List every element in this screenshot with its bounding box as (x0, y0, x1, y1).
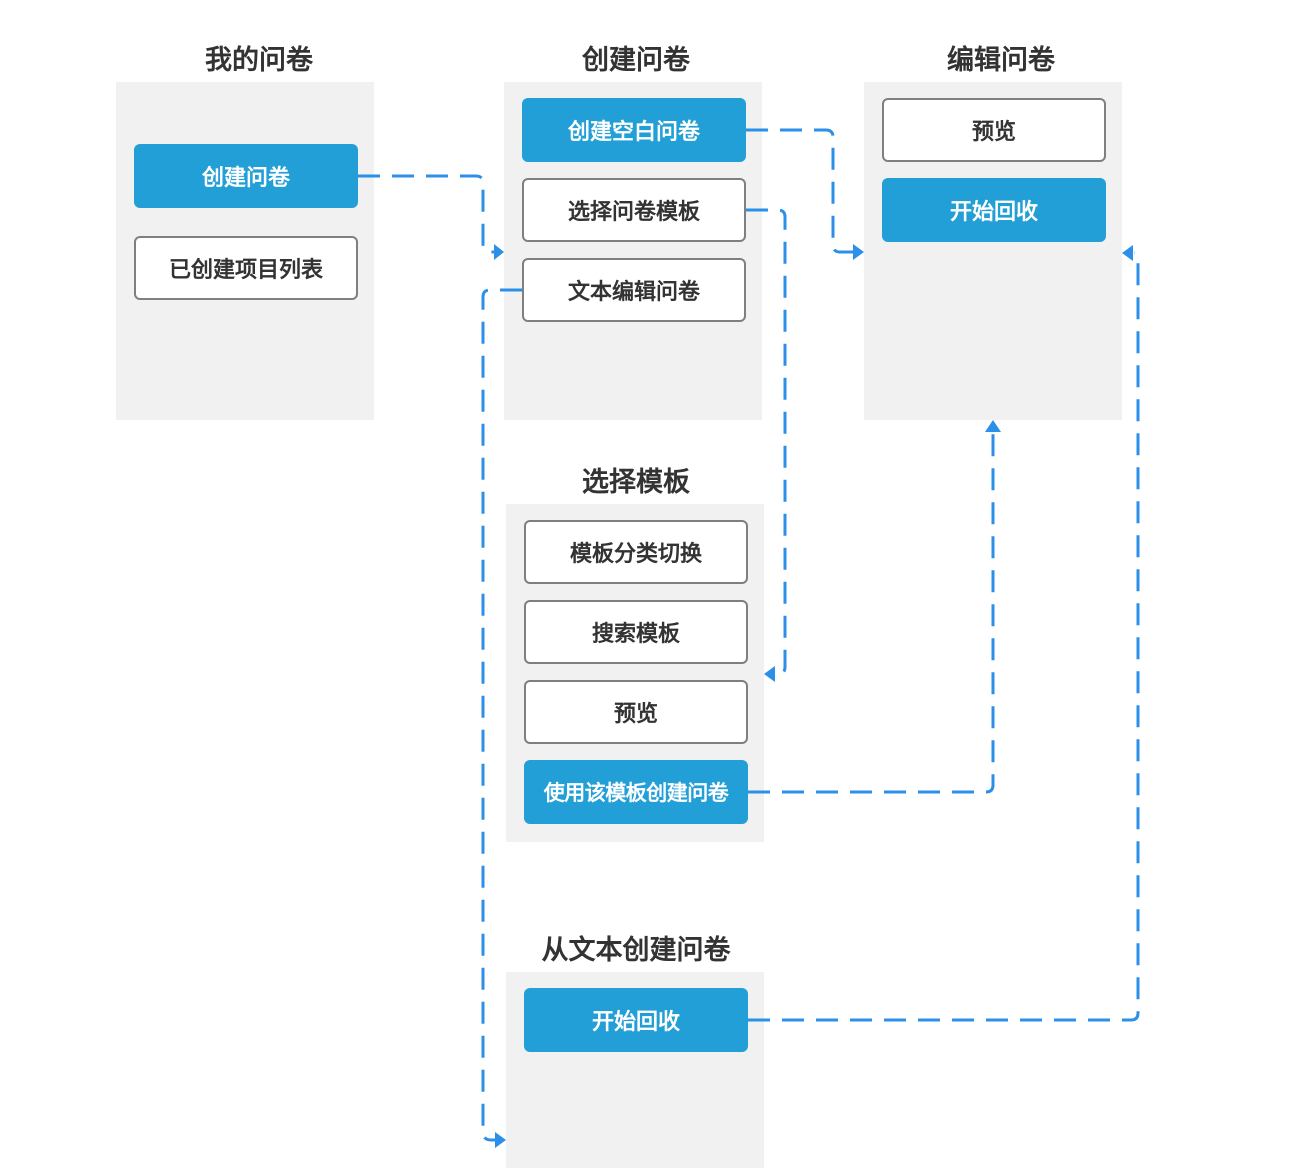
create-survey-title: 创建问卷 (582, 45, 690, 76)
connector-from-text-arrowhead (1122, 245, 1133, 261)
text-edit-survey-button[interactable]: 文本编辑问卷 (522, 258, 746, 322)
text-start-collect-button[interactable]: 开始回收 (524, 988, 748, 1052)
connector-create-to-create-panel (358, 174, 498, 254)
edit-preview-button[interactable]: 预览 (882, 98, 1106, 162)
connector-create-arrowhead (494, 244, 504, 260)
my-survey-title: 我的问卷 (205, 45, 313, 76)
create-blank-survey-button[interactable]: 创建空白问卷 (522, 98, 746, 162)
connector-template-arrowhead (764, 666, 775, 682)
connector-text-arrowhead (495, 1132, 506, 1148)
template-preview-button[interactable]: 预览 (524, 680, 748, 744)
create-survey-button[interactable]: 创建问卷 (134, 144, 358, 208)
project-list-button[interactable]: 已创建项目列表 (134, 236, 358, 300)
choose-template-title: 选择模板 (582, 467, 690, 498)
edit-start-collect-button[interactable]: 开始回收 (882, 178, 1106, 242)
from-text-title: 从文本创建问卷 (541, 935, 731, 966)
use-template-create-button[interactable]: 使用该模板创建问卷 (524, 760, 748, 824)
connector-use-template-to-edit (748, 432, 995, 794)
connector-blank-arrowhead (853, 244, 864, 260)
connector-use-template-arrowhead (985, 420, 1001, 432)
template-category-switch-button[interactable]: 模板分类切换 (524, 520, 748, 584)
choose-survey-template-button[interactable]: 选择问卷模板 (522, 178, 746, 242)
edit-survey-title: 编辑问卷 (947, 45, 1055, 76)
search-template-button[interactable]: 搜索模板 (524, 600, 748, 664)
connector-blank-to-edit (746, 128, 856, 254)
